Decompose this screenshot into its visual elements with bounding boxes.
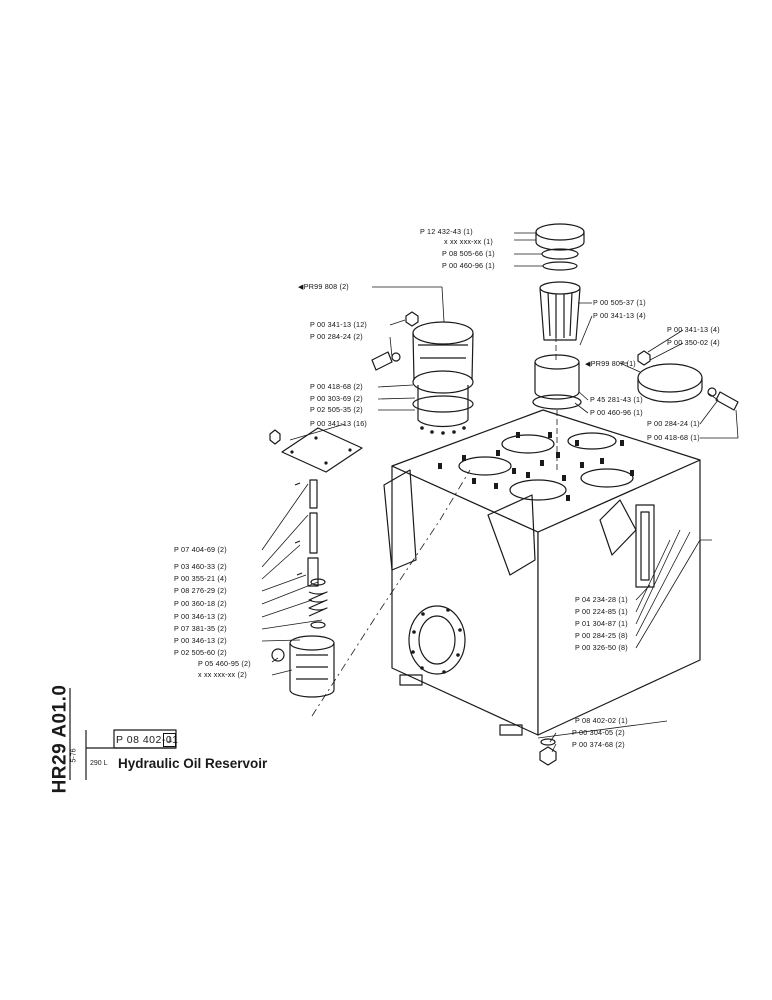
callout-label: P 07 404-69 (2) bbox=[174, 545, 227, 554]
reference-symbol-icon: ⊥ bbox=[163, 733, 176, 747]
callout-label: P 00 326-50 (8) bbox=[575, 643, 628, 652]
date-code: 5-76 bbox=[70, 748, 85, 768]
page-title: Hydraulic Oil Reservoir bbox=[118, 756, 268, 771]
lid-plate bbox=[269, 427, 363, 473]
callout-label: P 00 505-37 (1) bbox=[593, 298, 646, 307]
callout-label: P 01 304-87 (1) bbox=[575, 619, 628, 628]
callout-label: P 04 234-28 (1) bbox=[575, 595, 628, 604]
capacity-label: 290 L bbox=[90, 760, 108, 767]
callout-label: P 00 304-05 (2) bbox=[572, 728, 625, 737]
title-block bbox=[69, 688, 177, 780]
callout-label: P 00 284-25 (8) bbox=[575, 631, 628, 640]
assembly-part-number: P 08 402-01 bbox=[116, 734, 179, 746]
arrow-left-icon: ◀ bbox=[585, 359, 591, 368]
drawing-code-text: HR29 A01.0 bbox=[49, 684, 71, 794]
callout-text: PR99 807 (1) bbox=[590, 359, 636, 368]
arrow-left-icon: ◀ bbox=[298, 282, 304, 291]
callout-label: P 08 402-02 (1) bbox=[575, 716, 628, 725]
callout-label: P 00 303-69 (2) bbox=[310, 394, 363, 403]
callout-label: P 00 341-13 (4) bbox=[667, 325, 720, 334]
callout-label: P 02 505-35 (2) bbox=[310, 405, 363, 414]
filler-cap-assembly bbox=[532, 223, 585, 410]
callout-label: P 05 460-95 (2) bbox=[198, 659, 251, 668]
callout-label: P 00 360-18 (2) bbox=[174, 599, 227, 608]
reservoir-tank bbox=[383, 409, 701, 736]
drawing-code: HR29 A01.0 bbox=[42, 685, 70, 794]
callout-label: P 08 505-66 (1) bbox=[442, 249, 495, 258]
callout-label: P 00 284-24 (1) bbox=[647, 419, 700, 428]
callout-label: P 12 432-43 (1) bbox=[420, 227, 473, 236]
callout-label: P 00 346-13 (2) bbox=[174, 612, 227, 621]
callout-label: x xx xxx-xx (2) bbox=[198, 670, 247, 679]
callout-label: ◀PR99 807 (1) bbox=[585, 360, 636, 368]
callout-label: P 07 381-35 (2) bbox=[174, 624, 227, 633]
leader-lines bbox=[261, 232, 739, 753]
callout-label: P 00 341-13 (4) bbox=[593, 311, 646, 320]
callout-label: P 00 341-13 (12) bbox=[310, 320, 368, 329]
callout-label: P 00 224-85 (1) bbox=[575, 607, 628, 616]
date-code-text: 5-76 bbox=[70, 748, 78, 763]
callout-label: P 00 355-21 (4) bbox=[174, 574, 227, 583]
callout-label: P 03 460-33 (2) bbox=[174, 562, 227, 571]
callout-label: P 02 505-60 (2) bbox=[174, 648, 227, 657]
callout-label: P 00 341-13 (16) bbox=[310, 419, 368, 428]
inspection-cover bbox=[637, 350, 739, 411]
callout-label: ◀PR99 808 (2) bbox=[298, 283, 349, 291]
callout-text: PR99 808 (2) bbox=[303, 282, 349, 291]
callout-label: P 45 281-43 (1) bbox=[590, 395, 643, 404]
drain-plug bbox=[539, 738, 557, 766]
callout-label: P 00 350-02 (4) bbox=[667, 338, 720, 347]
callout-label: P 00 374-68 (2) bbox=[572, 740, 625, 749]
callout-label: P 00 418-68 (1) bbox=[647, 433, 700, 442]
callout-label: P 08 276-29 (2) bbox=[174, 586, 227, 595]
callout-label: P 00 346-13 (2) bbox=[174, 636, 227, 645]
suction-filter-housing bbox=[371, 311, 474, 435]
callout-label: x xx xxx-xx (1) bbox=[444, 237, 493, 246]
return-filter-assembly bbox=[271, 479, 335, 698]
callout-label: P 00 460-96 (1) bbox=[590, 408, 643, 417]
callout-label: P 00 284-24 (2) bbox=[310, 332, 363, 341]
callout-label: P 00 460-96 (1) bbox=[442, 261, 495, 270]
callout-label: P 00 418-68 (2) bbox=[310, 382, 363, 391]
